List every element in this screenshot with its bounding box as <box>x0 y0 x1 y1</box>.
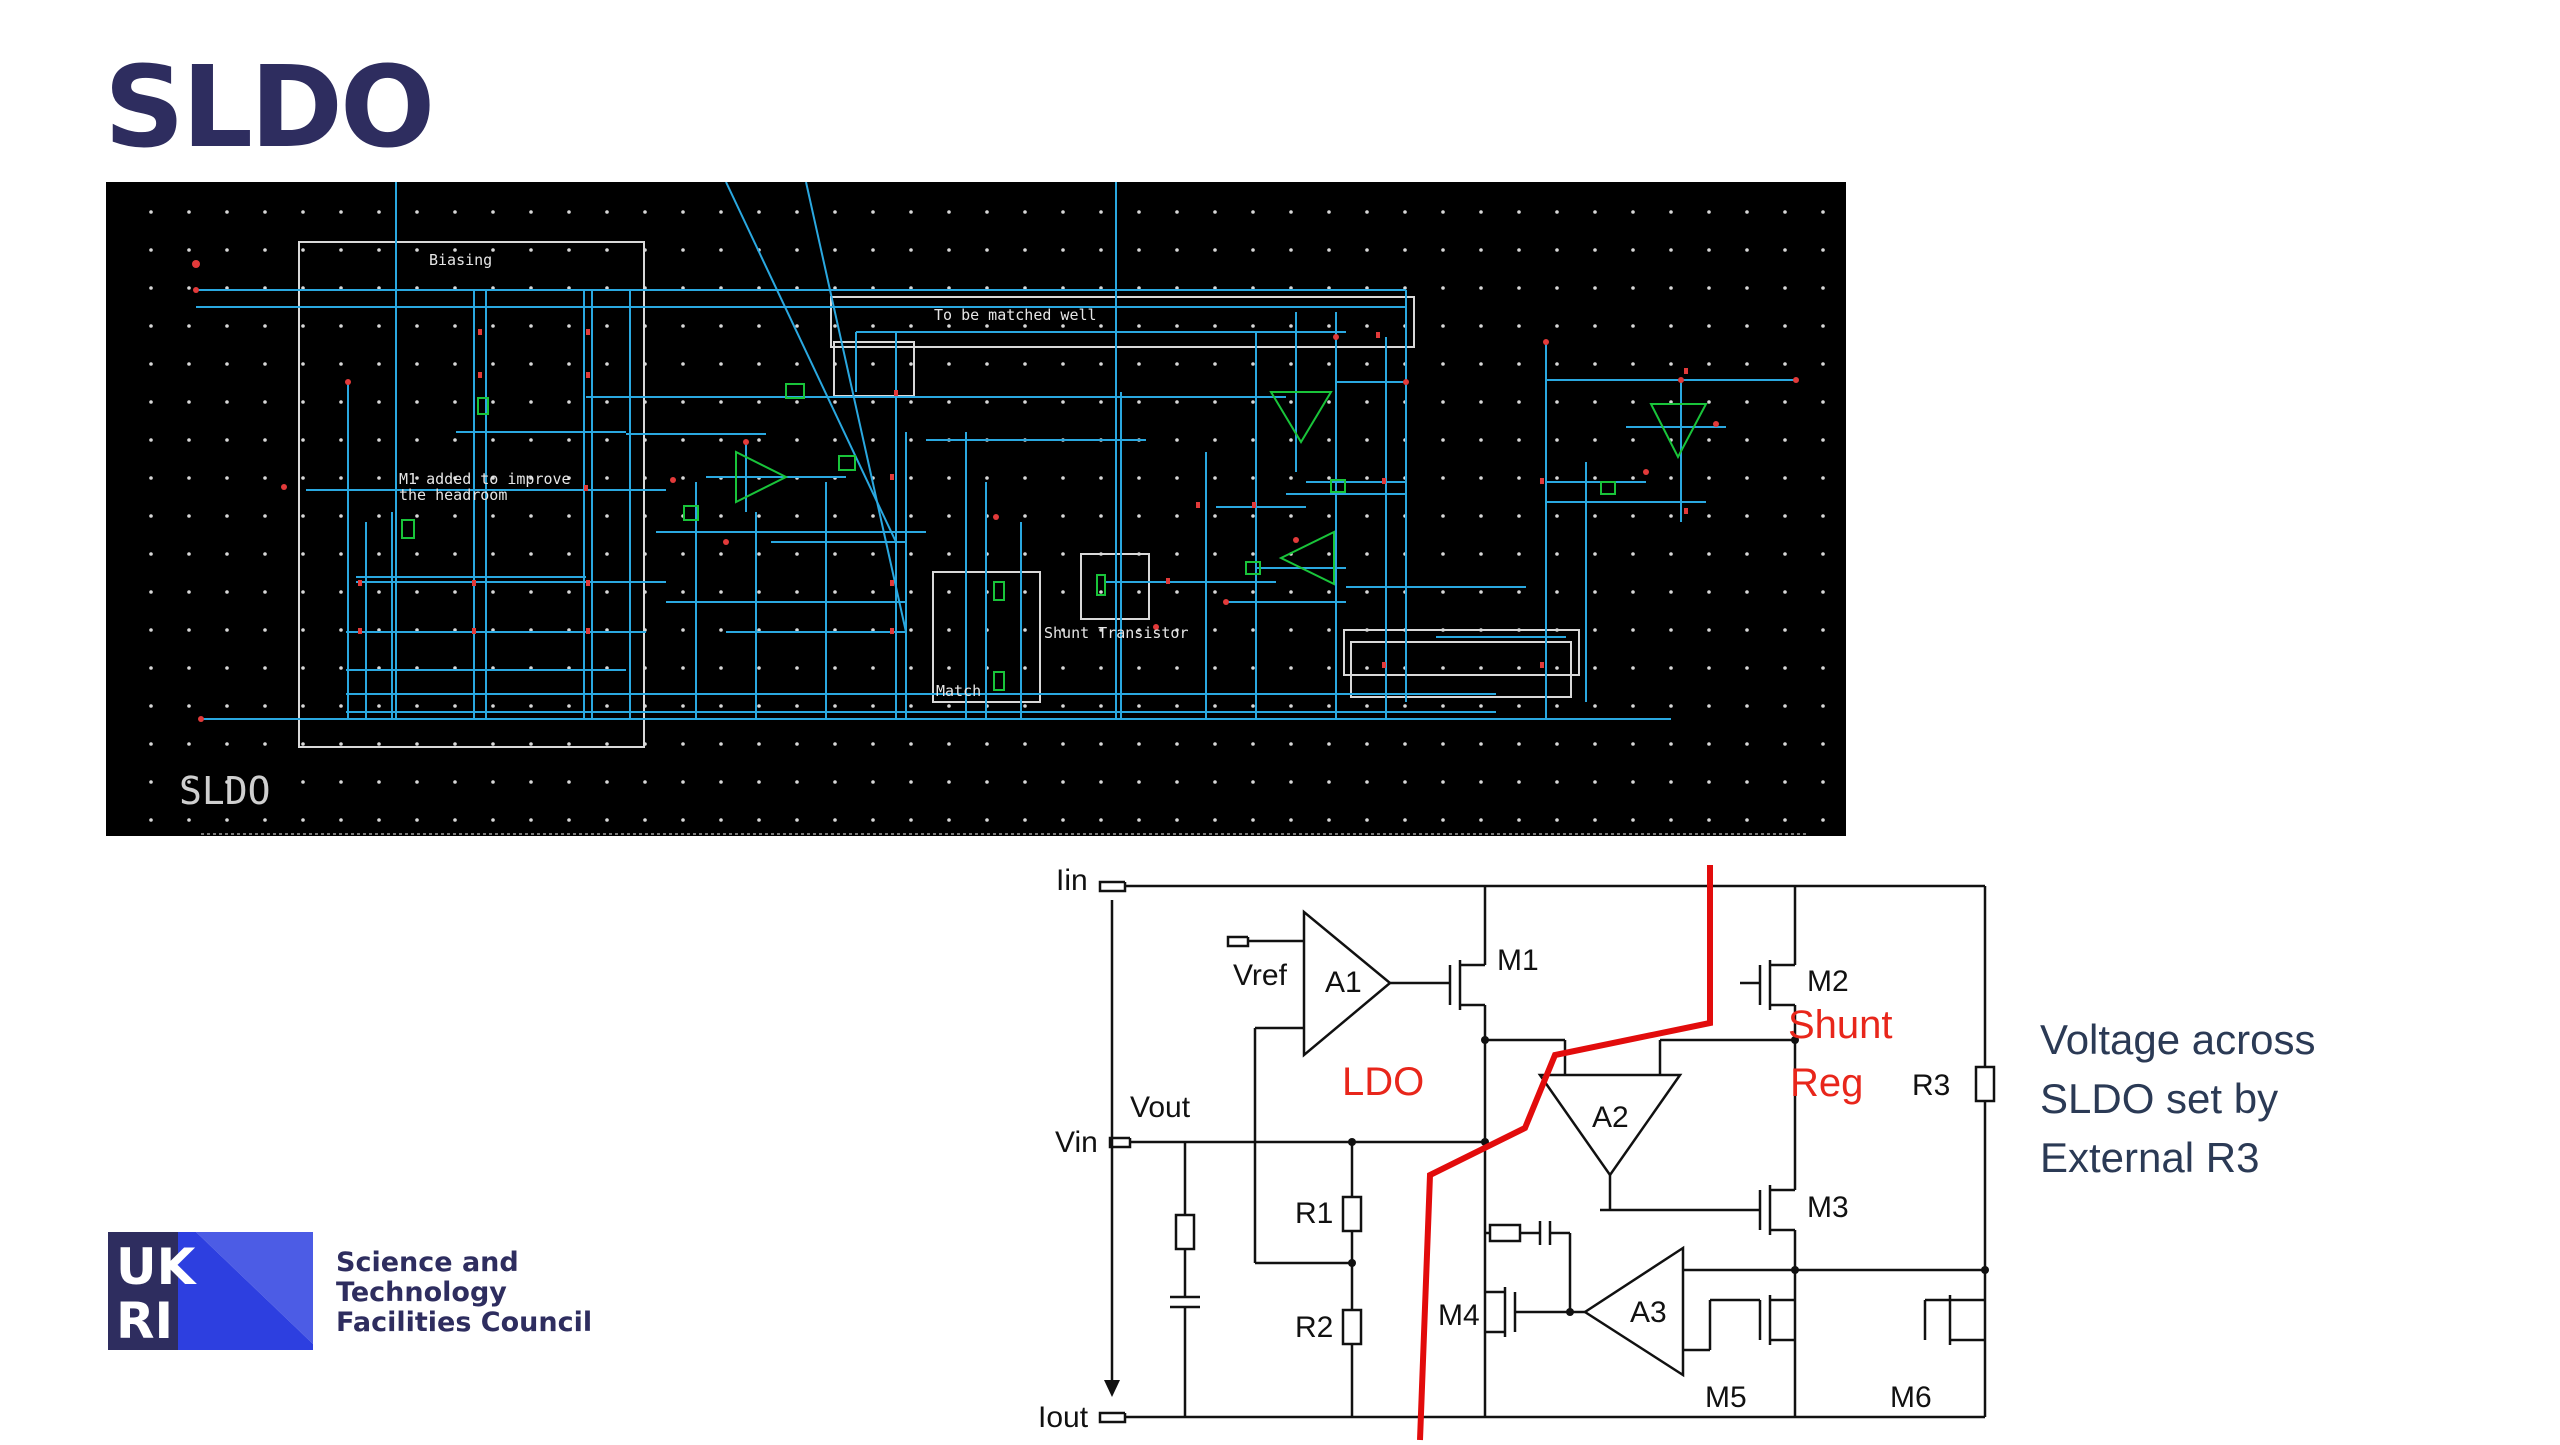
svg-text:R3: R3 <box>1912 1069 1950 1102</box>
shunt-label-line1: Shunt <box>1788 1003 1893 1047</box>
ukri-logo: UK RI <box>108 1232 313 1350</box>
note-line3: External R3 <box>2040 1134 2260 1181</box>
ldo-label: LDO <box>1342 1060 1424 1104</box>
svg-text:Vref: Vref <box>1233 959 1288 992</box>
svg-text:A3: A3 <box>1630 1296 1667 1329</box>
svg-text:M1: M1 <box>1497 944 1539 977</box>
note-line2: SLDO set by <box>2040 1075 2279 1122</box>
svg-text:R1: R1 <box>1295 1197 1333 1230</box>
pins <box>192 260 1799 722</box>
label-shunt-transistor: Shunt Transistor <box>1044 624 1189 642</box>
svg-text:Vin: Vin <box>1055 1126 1098 1159</box>
svg-text:M4: M4 <box>1438 1299 1480 1332</box>
ldo-shunt-boundary <box>1417 865 1713 1441</box>
circuit-layout-view: Biasing To be matched well M1 added to i… <box>106 182 1846 836</box>
svg-text:R2: R2 <box>1295 1311 1333 1344</box>
devices <box>401 383 1708 691</box>
logo-mark-top: UK <box>116 1238 198 1296</box>
schematic-region-labels: LDO Shunt Reg <box>1342 1003 1893 1105</box>
logo-text: Science and Technology Facilities Counci… <box>336 1247 593 1338</box>
cell-name-label: SLDO <box>179 769 271 813</box>
shunt-label-line2: Reg <box>1790 1061 1863 1105</box>
label-biasing: Biasing <box>429 251 492 269</box>
svg-text:M2: M2 <box>1807 965 1849 998</box>
schematic-junctions <box>1348 1036 1989 1316</box>
label-match: Match <box>936 682 981 700</box>
logo-mark-bottom: RI <box>116 1292 173 1350</box>
wires <box>196 182 1796 720</box>
circuit-layout-canvas: Biasing To be matched well M1 added to i… <box>149 182 1825 835</box>
slide-title: SLDO <box>104 43 435 173</box>
note-line1: Voltage across <box>2040 1016 2316 1063</box>
voltage-note: Voltage across SLDO set by External R3 <box>2040 1010 2460 1187</box>
sldo-schematic: Iin Vref Vin Vout Iout A1 A2 A3 M1 M2 M3… <box>1038 864 1996 1441</box>
svg-text:M3: M3 <box>1807 1191 1849 1224</box>
layout-labels: Biasing To be matched well M1 added to i… <box>399 251 1189 700</box>
svg-text:A1: A1 <box>1325 966 1362 999</box>
svg-text:M5: M5 <box>1705 1381 1747 1414</box>
schematic-labels: Iin Vref Vin Vout Iout A1 A2 A3 M1 M2 M3… <box>1038 864 1950 1434</box>
svg-text:Iin: Iin <box>1056 864 1088 897</box>
schematic-wires <box>1098 880 1996 1424</box>
transistor-markers <box>358 329 1688 668</box>
svg-text:M6: M6 <box>1890 1381 1932 1414</box>
label-m1-note-line1: M1 added to improve <box>399 470 571 488</box>
svg-text:Iout: Iout <box>1038 1401 1089 1434</box>
svg-text:Vout: Vout <box>1130 1091 1191 1124</box>
label-m1-note-line2: the headroom <box>399 486 507 504</box>
svg-text:A2: A2 <box>1592 1101 1629 1134</box>
label-matched-well: To be matched well <box>934 306 1097 324</box>
